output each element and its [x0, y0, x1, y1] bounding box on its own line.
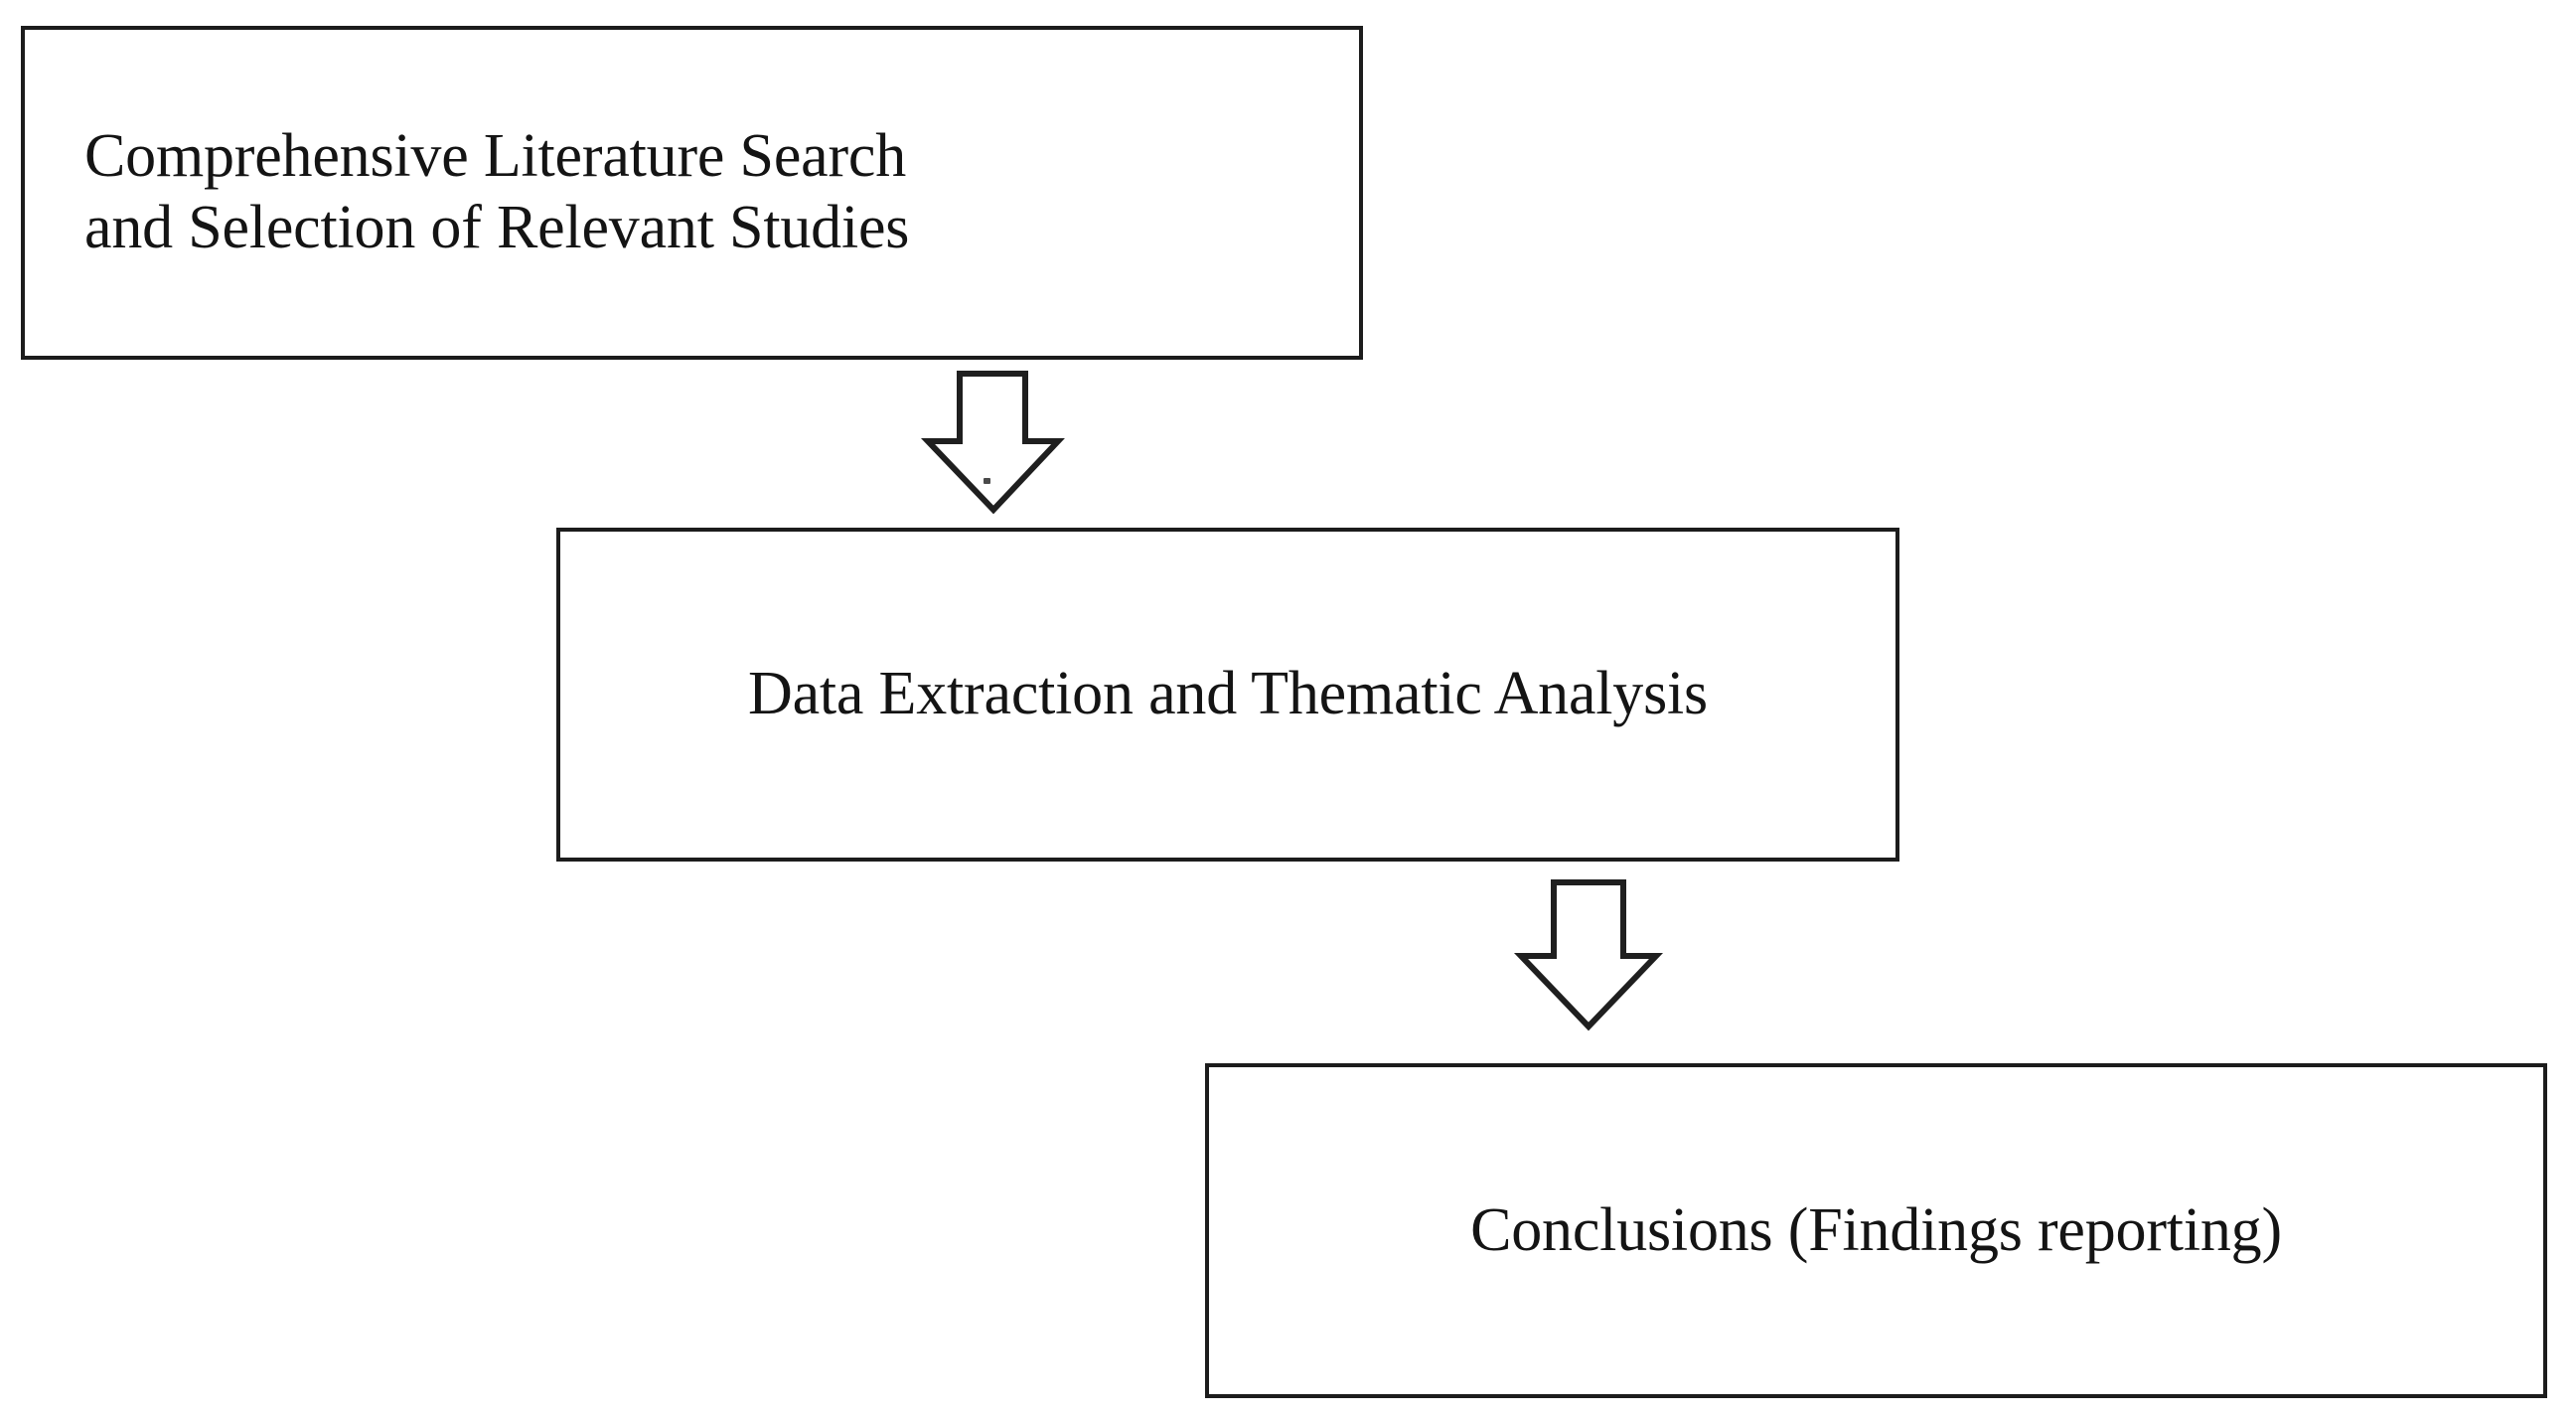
block-arrow-down-icon [1513, 879, 1664, 1031]
scan-speck-artifact [984, 478, 990, 484]
block-arrow-down-icon [920, 371, 1065, 515]
flow-node-literature-search[interactable]: Comprehensive Literature Search and Sele… [21, 26, 1363, 360]
flow-node-conclusions[interactable]: Conclusions (Findings reporting) [1205, 1063, 2547, 1398]
flow-node-conclusions-label: Conclusions (Findings reporting) [1470, 1195, 2282, 1264]
flow-node-literature-search-label: Comprehensive Literature Search and Sele… [84, 122, 910, 261]
flow-node-data-extraction[interactable]: Data Extraction and Thematic Analysis [556, 528, 1899, 862]
flow-arrow-literature-to-extraction [920, 370, 1065, 515]
flow-arrow-extraction-to-conclusions [1513, 878, 1664, 1031]
flow-node-data-extraction-label: Data Extraction and Thematic Analysis [748, 660, 1708, 728]
